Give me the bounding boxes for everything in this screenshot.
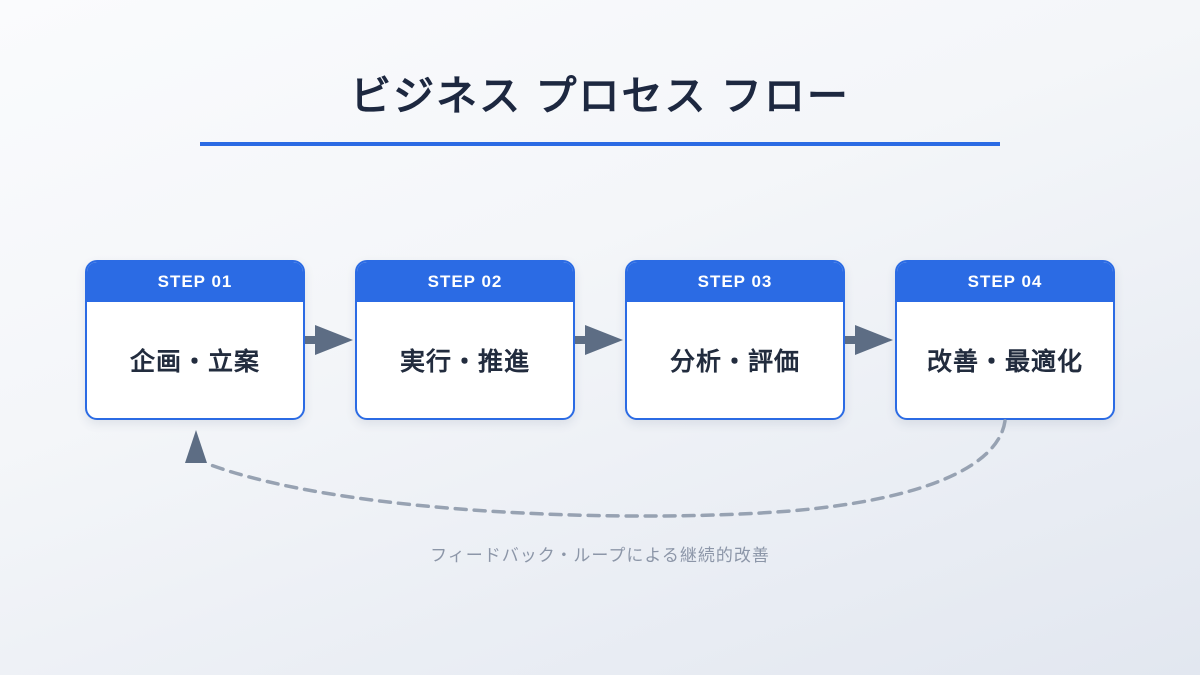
feedback-loop-arrowhead-icon (185, 430, 207, 463)
step-3-badge: STEP 03 (627, 262, 843, 302)
step-card-1: STEP 01 企画・立案 (85, 260, 305, 420)
step-2-badge: STEP 02 (357, 262, 573, 302)
step-1-badge: STEP 01 (87, 262, 303, 302)
step-4-badge: STEP 04 (897, 262, 1113, 302)
step-card-3: STEP 03 分析・評価 (625, 260, 845, 420)
step-card-4: STEP 04 改善・最適化 (895, 260, 1115, 420)
feedback-loop-caption: フィードバック・ループによる継続的改善 (430, 546, 770, 565)
arrow-step2-to-step3 (575, 260, 625, 420)
right-arrow-icon (575, 325, 623, 355)
process-flow-row: STEP 01 企画・立案 STEP 02 実行・推進 STEP 03 分析・評… (85, 260, 1115, 420)
step-2-title: 実行・推進 (399, 348, 530, 376)
right-arrow-icon (305, 325, 353, 355)
arrow-step3-to-step4 (845, 260, 895, 420)
title-block: ビジネス プロセス フロー (0, 62, 1200, 146)
step-card-2: STEP 02 実行・推進 (355, 260, 575, 420)
step-4-title: 改善・最適化 (926, 348, 1083, 376)
feedback-loop-dashed-path (206, 419, 1007, 518)
step-3-title: 分析・評価 (669, 348, 800, 376)
right-arrow-icon (845, 325, 893, 355)
page-title: ビジネス プロセス フロー (350, 73, 850, 119)
title-underline (200, 142, 1000, 146)
step-1-title: 企画・立案 (129, 348, 260, 376)
arrow-step1-to-step2 (305, 260, 355, 420)
